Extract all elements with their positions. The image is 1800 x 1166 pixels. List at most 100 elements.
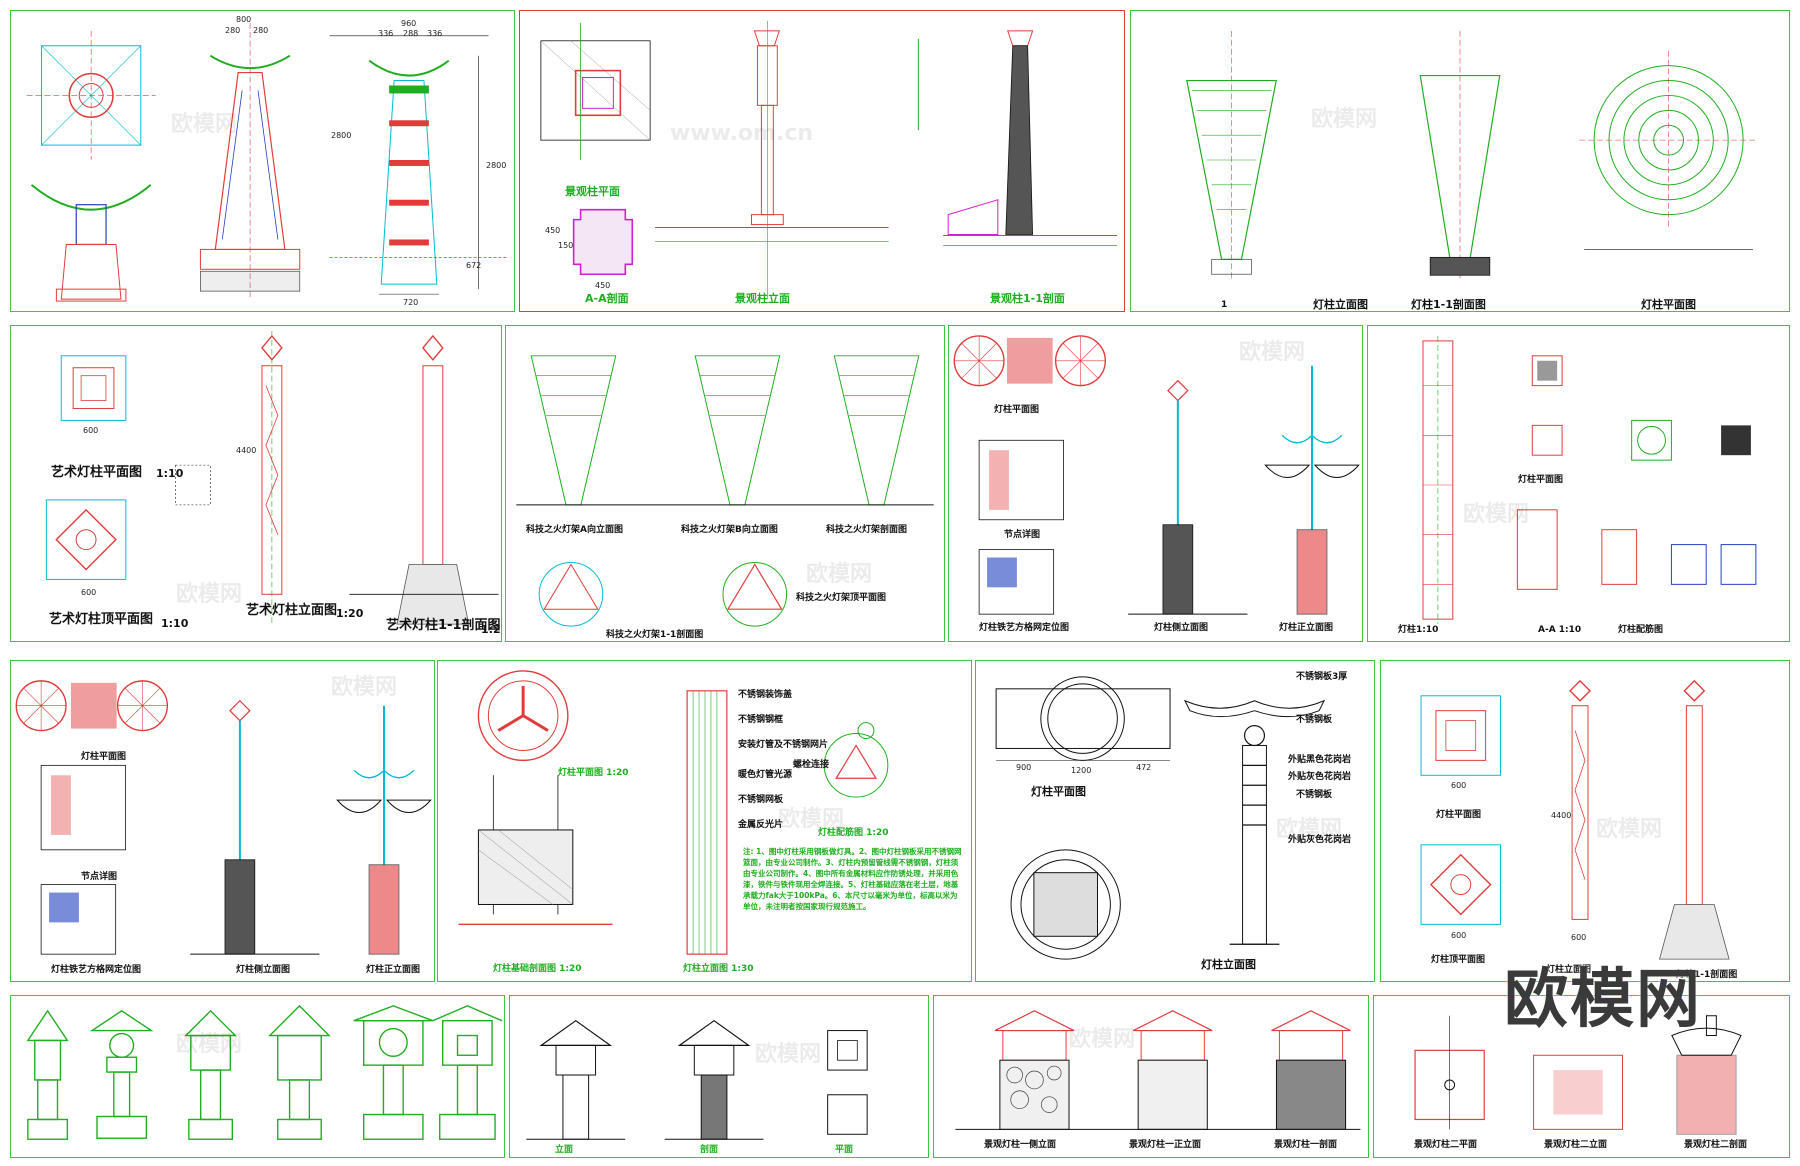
item-label: 不锈钢网板 [738, 795, 784, 805]
drawing-landscape-column [540, 20, 1118, 300]
item-label: 不锈钢板 [1296, 715, 1333, 725]
label-plan: 灯柱平面图 [1031, 785, 1086, 798]
item-label: 不锈钢装饰盖 [738, 690, 793, 700]
label-rebar: 灯柱配筋图 1:20 [818, 828, 889, 838]
panel-lamp-column-6: 灯柱平面图 节点详图 灯柱侧立面图 灯柱正立面图 灯柱铁艺方格网定位图 欧模网 [948, 325, 1363, 642]
panel-lamp-column-11: 灯柱平面图 灯柱顶平面图 灯柱立面图 灯柱1-1剖面图 600 600 600 … [1380, 660, 1790, 982]
label-detail: 节点详图 [81, 872, 118, 882]
dim-label: 2800 [486, 161, 507, 170]
label-side-elev: 景观灯柱一侧立面 [984, 1140, 1057, 1150]
label-elevation: 灯柱立面图 [1201, 958, 1256, 971]
item-label: 不锈钢钢框 [738, 715, 784, 725]
label-elevation: 灯柱立面图 [1313, 298, 1368, 311]
label-top-plan: 灯柱顶平面图 [1431, 955, 1486, 965]
label-plan: 景观灯柱二平面 [1414, 1140, 1478, 1150]
label-plan: 灯柱平面图 [1518, 475, 1564, 485]
drawing-lamp-column-8 [15, 680, 432, 955]
dim-label: 450 [595, 281, 611, 290]
label-top-plan: 科技之火灯架顶平面图 [796, 593, 887, 603]
scale-elevation: 1:20 [336, 607, 364, 620]
marker-1: 1 [1221, 300, 1228, 310]
label-plan: 艺术灯柱平面图 [51, 465, 143, 480]
label-plan: 灯柱平面图 [1436, 810, 1482, 820]
dim-label: 280 [225, 26, 241, 35]
label-front-elev: 灯柱正立面图 [366, 965, 421, 975]
panel-stone-lanterns: 欧模网 [10, 995, 505, 1158]
drawing-lamp-column-1 [26, 22, 509, 302]
dim-label: 720 [403, 298, 419, 307]
panel-lamp-column-7: 灯柱1:10 灯柱平面图 A-A 1:10 灯柱配筋图 欧模网 [1367, 325, 1790, 642]
label-section-11: 景观柱1-1剖面 [990, 292, 1065, 305]
drawing-lamp-column-9 [458, 670, 889, 955]
label-front-elev: 灯柱正立面图 [1279, 623, 1334, 633]
drawing-lamp-column-11 [1420, 679, 1730, 960]
dim-label: 672 [466, 261, 482, 270]
drawing-landscape-lamp-1 [955, 1010, 1361, 1130]
label-11-section: 科技之火灯架1-1剖面图 [606, 630, 704, 640]
label-plan: 灯柱平面图 [994, 405, 1040, 415]
drawing-lamp-column-7 [1422, 335, 1757, 625]
label-section: 灯柱1-1剖面图 [1411, 298, 1486, 311]
drawing-lamp-column-3 [1186, 30, 1759, 280]
label-plan: 平面 [835, 1145, 854, 1155]
drawing-tech-fire-lamp [516, 355, 934, 627]
label-foundation: 灯柱基础剖面图 1:20 [493, 964, 582, 974]
label-section: 科技之火灯架剖面图 [826, 525, 908, 535]
label-side-elev: 灯柱侧立面图 [1154, 623, 1209, 633]
item-label: 金属反光片 [738, 820, 784, 830]
drawing-stone-lanterns [26, 1004, 503, 1140]
label-rebar: 灯柱配筋图 [1618, 625, 1664, 635]
dim-label: 600 [1571, 933, 1587, 942]
label-detail: 节点详图 [1004, 530, 1041, 540]
panel-lamp-column-8: 灯柱平面图 节点详图 灯柱侧立面图 灯柱正立面图 灯柱铁艺方格网定位图 欧模网 [10, 660, 435, 982]
label-elevation: 景观柱立面 [735, 292, 790, 305]
label-a-elev: 科技之火灯架A向立面图 [526, 525, 623, 535]
panel-lamp-column-3: 1 灯柱立面图 灯柱1-1剖面图 灯柱平面图 欧模网 [1130, 10, 1790, 312]
label-elevation: 灯柱立面图 [1546, 965, 1592, 975]
label-elevation: 景观灯柱二立面 [1544, 1140, 1608, 1150]
dim-label: 150 [558, 241, 574, 250]
dim-label: 472 [1136, 763, 1152, 772]
dim-label: 336 [378, 29, 394, 38]
dim-label: 900 [1016, 763, 1032, 772]
dim-label: 4400 [236, 446, 257, 455]
label-plan: 景观柱平面 [565, 185, 620, 198]
label-side-elev: 灯柱侧立面图 [236, 965, 291, 975]
item-label: 螺栓连接 [793, 760, 830, 770]
scale-plan: 1:10 [156, 467, 184, 480]
label-plan: 灯柱平面图 [1641, 298, 1696, 311]
label-section: 艺术灯柱1-1剖面图 [386, 618, 501, 633]
label-plan: 灯柱平面图 [81, 752, 127, 762]
label-b-elev: 科技之火灯架B向立面图 [681, 525, 778, 535]
drawing-lamp-column-6 [953, 335, 1360, 615]
panel-lamp-column-9: 灯柱平面图 1:20 灯柱配筋图 1:20 灯柱基础剖面图 1:20 灯柱立面图… [437, 660, 972, 982]
notes-block: 注: 1、图中灯柱采用钢板做灯具。2、图中灯柱钢板采用不锈钢网篮面，由专业公司制… [743, 847, 962, 911]
brand-watermark: 欧模网 [1504, 963, 1702, 1037]
item-label: 外贴黑色花岗岩 [1288, 755, 1352, 765]
dim-label: 600 [81, 588, 97, 597]
label-elevation: 灯柱立面图 1:30 [683, 964, 754, 974]
dim-label: 1200 [1071, 766, 1092, 775]
panel-lamp-column-10: 灯柱平面图 灯柱立面图 不锈钢板3厚 不锈钢板 外贴黑色花岗岩 外贴灰色花岗岩 … [975, 660, 1375, 982]
label-aa: A-A 1:10 [1538, 625, 1582, 635]
drawing-landscape-lamp-2 [1414, 1015, 1742, 1135]
dim-label: 288 [403, 29, 419, 38]
panel-garden-lamp: 立面 剖面 平面 欧模网 [509, 995, 929, 1158]
label-elevation: 艺术灯柱立面图 [246, 603, 338, 618]
label-top-plan: 艺术灯柱顶平面图 [49, 612, 154, 627]
dim-label: 280 [253, 26, 269, 35]
label-grid-position: 灯柱铁艺方格网定位图 [979, 623, 1070, 633]
label-grid-position: 灯柱铁艺方格网定位图 [51, 965, 142, 975]
panel-landscape-lamp-1: 景观灯柱一侧立面 景观灯柱一正立面 景观灯柱一剖面 欧模网 [933, 995, 1369, 1158]
label-plan: 灯柱平面图 1:20 [558, 768, 629, 778]
panel-landscape-column: 景观柱平面 A-A剖面 景观柱立面 景观柱1-1剖面 450 150 450 w… [519, 10, 1125, 312]
dim-label: 960 [401, 19, 417, 28]
label-section-aa: A-A剖面 [585, 292, 629, 305]
label-section: 景观灯柱一剖面 [1274, 1140, 1338, 1150]
panel-landscape-lamp-2: 景观灯柱二平面 景观灯柱二立面 景观灯柱二剖面 [1373, 995, 1790, 1158]
item-label: 不锈钢板3厚 [1296, 672, 1348, 682]
dim-label: 4400 [1551, 811, 1572, 820]
dim-label: 450 [545, 226, 561, 235]
dim-label: 336 [427, 29, 443, 38]
item-label: 外贴灰色花岗岩 [1288, 772, 1352, 782]
